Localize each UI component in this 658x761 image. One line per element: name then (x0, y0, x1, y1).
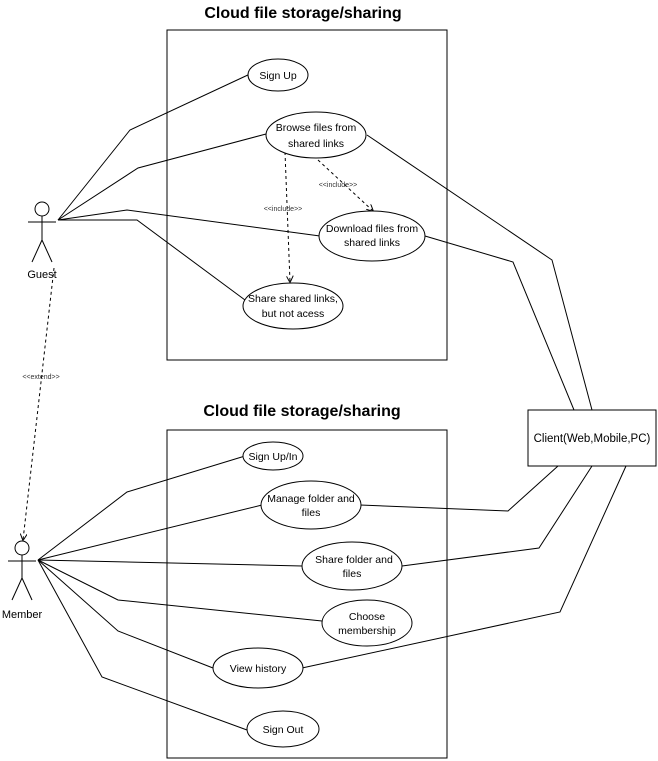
use-case-sign-out (246, 710, 320, 748)
include-label-download: <<include>> (319, 182, 358, 189)
use-case-browse-label-1: Browse files from (276, 122, 357, 134)
system-title-bottom: Cloud file storage/sharing (203, 403, 400, 420)
assoc-client-browse (366, 134, 593, 411)
use-case-download-label-2: shared links (344, 237, 400, 249)
assoc-member-membership (37, 559, 323, 622)
guest-associations (57, 73, 321, 301)
member-associations (37, 455, 323, 731)
use-case-share-folder (301, 541, 403, 591)
use-case-download (318, 210, 426, 262)
use-case-sign-out-label: Sign Out (263, 724, 304, 736)
include-browse-download (317, 159, 373, 211)
client-associations (301, 134, 627, 669)
assoc-client-share (401, 465, 593, 567)
use-case-share-links (242, 282, 344, 330)
system-title-top: Cloud file storage/sharing (204, 5, 401, 22)
member-actor-label: Member (2, 609, 43, 621)
use-case-membership-label-1: Choose (349, 611, 385, 623)
include-label-share: <<include>> (264, 206, 303, 213)
assoc-client-download (424, 235, 575, 411)
guest-actor-icon (28, 201, 56, 263)
assoc-guest-share (58, 219, 246, 301)
use-case-share-links-label-2: but not acess (262, 308, 324, 320)
system-boundary-top (166, 29, 448, 361)
use-case-sign-up-label: Sign Up (259, 70, 297, 82)
extend-label: <<extend>> (22, 374, 59, 381)
use-case-sign-up-in-label: Sign Up/In (248, 451, 297, 463)
assoc-member-history (37, 559, 214, 669)
include-browse-share (284, 151, 290, 282)
use-case-membership (321, 599, 413, 647)
use-case-history-label: View history (230, 663, 287, 675)
use-case-manage-label-1: Manage folder and (267, 493, 355, 505)
use-case-share-links-label-1: Share shared links, (248, 293, 338, 305)
use-case-browse-label-2: shared links (288, 138, 344, 150)
use-case-membership-label-2: membership (338, 625, 396, 637)
use-case-manage-label-2: files (302, 507, 321, 519)
assoc-client-history (301, 465, 627, 669)
extend-guest-member (23, 267, 55, 540)
assoc-client-manage (359, 465, 559, 512)
guest-actor-label: Guest (27, 269, 56, 281)
assoc-guest-signup (57, 73, 251, 221)
assoc-member-signout (37, 559, 248, 731)
use-case-download-label-1: Download files from (326, 223, 418, 235)
assoc-guest-browse (57, 133, 267, 221)
use-case-sign-up (247, 58, 309, 92)
assoc-member-manage (37, 504, 263, 561)
client-label: Client(Web,Mobile,PC) (534, 433, 651, 445)
member-actor-icon (8, 540, 36, 601)
use-case-browse (265, 111, 367, 159)
system-boundary-bottom (166, 429, 448, 759)
use-case-sign-up-in (242, 441, 304, 471)
use-case-share-folder-label-1: Share folder and (315, 554, 393, 566)
use-case-manage (260, 480, 362, 530)
use-case-share-folder-label-2: files (343, 568, 362, 580)
assoc-member-signupin (37, 455, 246, 561)
assoc-member-share (37, 559, 303, 567)
assoc-guest-download (57, 209, 321, 237)
use-case-history (212, 647, 304, 689)
